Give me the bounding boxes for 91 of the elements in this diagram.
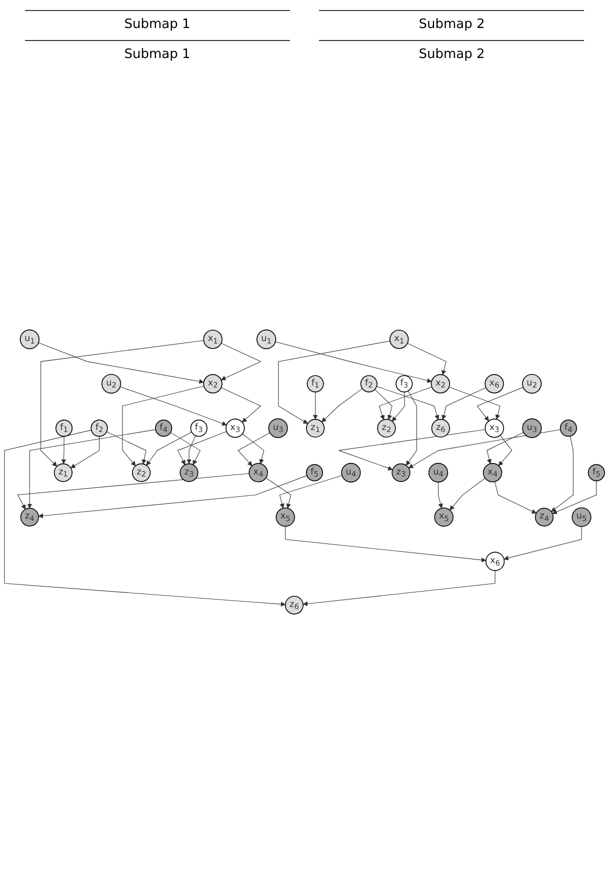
node-circle: u$_{4}$ [341,462,361,482]
node-circle: x$_{6}$ [485,552,505,571]
node-circle: x$_{2}$ [203,374,222,394]
submap-heading: Submap 2 [319,40,584,62]
arrow [504,526,582,560]
arrow [177,431,227,465]
submap-heading: Submap 1 [24,10,290,32]
arrow [27,429,156,508]
arrow [278,340,390,424]
node-circle: x$_{5}$ [276,508,295,527]
node-circle: z$_{4}$ [20,508,39,526]
arrow [486,432,524,464]
node-circle: z$_{1}$ [54,463,73,482]
node-circle: f$_{5}$ [588,464,605,482]
node-circle: x$_{4}$ [248,463,268,482]
arrow [285,526,486,562]
arrow [40,340,204,467]
arrow [442,387,486,420]
arrow [146,432,192,466]
arrow [448,386,500,420]
node-circle: f$_{5}$ [306,464,324,482]
arrow [376,386,440,420]
node-circle: u$_{2}$ [101,374,122,394]
arrow [122,386,204,466]
arrow [38,342,204,384]
arrow [407,342,446,376]
node-circle: z$_{3}$ [180,463,198,482]
node-circle: f$_{4}$ [560,420,577,437]
node-circle: u$_{2}$ [522,374,542,394]
arrow [238,432,270,466]
arrow [120,386,227,426]
node-circle: z$_{1}$ [306,418,325,438]
node-circle: x$_{2}$ [430,374,450,394]
node-circle: f$_{3}$ [396,375,413,392]
node-circle: x$_{5}$ [434,508,454,527]
arrow [186,435,196,464]
node-circle: z$_{3}$ [392,463,410,482]
node-circle: x$_{4}$ [482,463,502,482]
node-circle: f$_{1}$ [306,375,324,392]
arrow [106,431,146,464]
arrow [312,392,318,420]
arrow [408,429,561,468]
arrow [498,435,512,466]
arrow [70,436,100,468]
node-circle: u$_{5}$ [572,507,592,527]
node-circle: x$_{3}$ [226,418,245,438]
node-circle: z$_{6}$ [284,596,304,614]
node-circle: x$_{1}$ [389,330,409,349]
node-circle: z$_{2}$ [377,418,396,438]
arrow [392,392,405,422]
node-circle: u$_{1}$ [20,330,40,350]
arrow [242,434,264,464]
arrow [438,482,443,508]
node-circle: f$_{4}$ [155,420,172,437]
node-circle: z$_{6}$ [431,418,450,438]
submap-heading: Submap 1 [24,40,290,62]
node-circle: f$_{2}$ [360,375,378,392]
arrow [551,436,574,512]
node-circle: f$_{1}$ [55,420,73,437]
arrow [322,388,363,422]
arrow [450,478,486,510]
node-circle: x$_{6}$ [484,374,504,394]
submap-heading: Submap 2 [319,10,584,32]
node-circle: z$_{4}$ [534,508,554,526]
node-circle: u$_{4}$ [428,462,448,482]
node-circle: u$_{3}$ [522,418,542,438]
arrow [275,341,432,383]
arrow [61,436,66,464]
arrow [17,473,250,510]
node-circle: z$_{2}$ [132,463,151,482]
arrow [494,481,536,514]
node-circle: f$_{2}$ [90,420,108,437]
arrow [302,570,496,606]
node-circle: f$_{3}$ [190,420,208,437]
arrow [38,475,308,518]
arrow [476,387,524,422]
arrow [406,390,417,466]
arrow [170,432,201,465]
arrow [220,342,262,380]
arrow [552,480,597,514]
node-circle: u$_{3}$ [268,418,288,438]
arrow [378,386,432,420]
arrow [266,478,292,508]
node-circle: u$_{1}$ [256,330,276,350]
arrow [279,475,342,508]
arrow [220,387,262,422]
arrow [338,429,486,470]
arrow [374,389,392,420]
node-circle: x$_{3}$ [484,418,504,438]
node-circle: x$_{1}$ [203,330,222,349]
arrow [4,430,286,607]
